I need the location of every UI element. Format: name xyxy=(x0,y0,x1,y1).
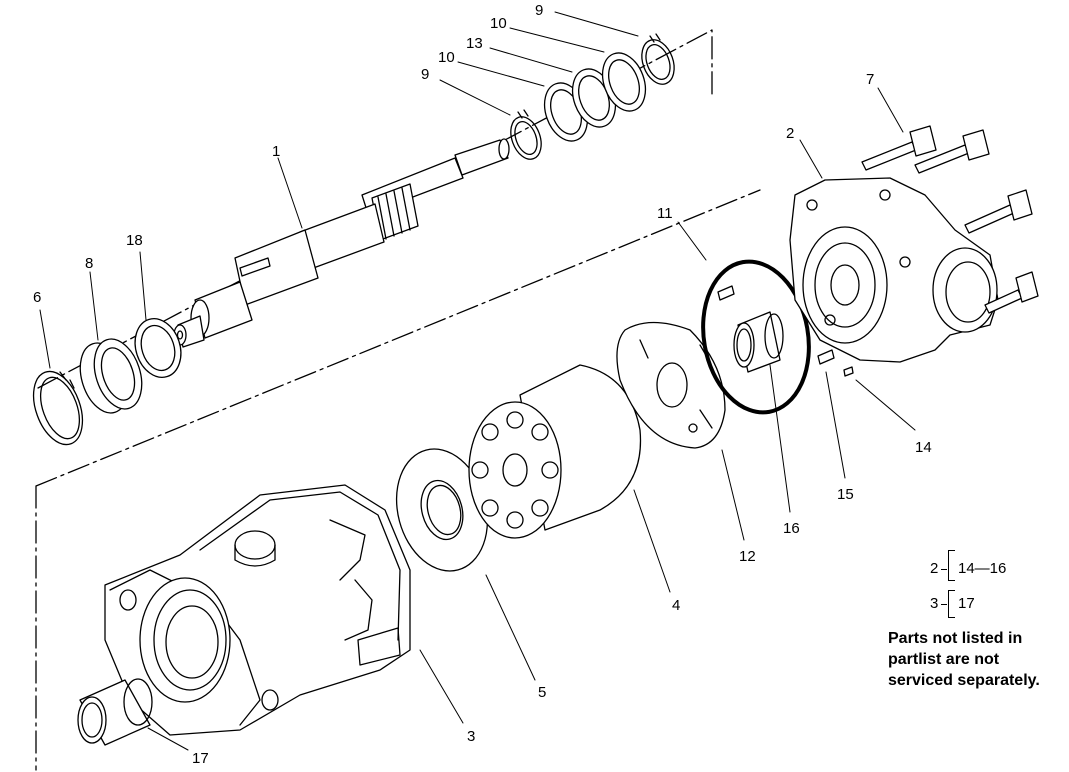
bolt-7-b xyxy=(914,129,990,174)
legend-parent-3: 3 xyxy=(930,595,939,612)
callout-9-lower: 9 xyxy=(421,66,429,83)
callout-16: 16 xyxy=(783,520,800,537)
pump-housing xyxy=(104,484,411,736)
callout-13: 13 xyxy=(466,35,483,52)
dowel-pin-upper xyxy=(717,285,735,301)
callout-6: 6 xyxy=(33,289,41,306)
legend-row-2: 3 17 xyxy=(930,590,1030,620)
legend-stub xyxy=(941,604,947,605)
legend-children-14-16: 14—16 xyxy=(958,560,1007,577)
callout-8: 8 xyxy=(85,255,93,272)
legend-row-1: 2 14—16 xyxy=(930,550,1030,582)
callout-9-upper: 9 xyxy=(535,2,543,19)
bearing-8 xyxy=(79,338,143,414)
callout-7: 7 xyxy=(866,71,874,88)
cylinder-block-4 xyxy=(468,364,642,539)
callout-2: 2 xyxy=(786,125,794,142)
o-ring-11 xyxy=(701,259,811,415)
callout-15: 15 xyxy=(837,486,854,503)
bolt-7-d xyxy=(984,271,1039,314)
retaining-ring-6 xyxy=(32,370,84,446)
callout-1: 1 xyxy=(272,143,280,160)
callout-11: 11 xyxy=(657,205,673,222)
lower-centerline-frame xyxy=(35,189,761,771)
spacer-10-upper xyxy=(601,52,647,112)
piston-bores xyxy=(471,411,559,529)
legend-stub xyxy=(941,569,947,570)
callout-14: 14 xyxy=(915,439,932,456)
legend-children-17: 17 xyxy=(958,595,975,612)
legend-parent-2: 2 xyxy=(930,560,939,577)
callout-17: 17 xyxy=(192,750,209,767)
pin-14 xyxy=(843,366,854,377)
dowel-pin-15 xyxy=(817,349,835,365)
callout-18: 18 xyxy=(126,232,143,249)
legend-bracket xyxy=(948,590,955,618)
callout-5: 5 xyxy=(538,684,546,701)
callout-10-upper: 10 xyxy=(490,15,507,32)
retaining-ring-9-lower xyxy=(510,109,542,160)
bolt-7-c xyxy=(964,189,1033,234)
legend-bracket xyxy=(948,550,955,581)
service-note-line-3: serviced separately. xyxy=(888,672,1040,689)
callout-labels: 1 2 3 4 5 6 7 8 9 9 10 10 11 12 13 14 15… xyxy=(33,2,932,767)
bolt-7-a xyxy=(861,125,937,171)
bearing-16 xyxy=(733,311,784,373)
washer-18 xyxy=(134,318,182,378)
bearing-17 xyxy=(77,678,153,746)
service-note-line-1: Parts not listed in xyxy=(888,630,1023,647)
leader-lines xyxy=(39,11,916,751)
end-cover-2 xyxy=(789,177,999,363)
drive-shaft xyxy=(173,138,510,348)
retaining-ring-9-upper xyxy=(641,33,675,85)
callout-3: 3 xyxy=(467,728,475,745)
callout-10-lower: 10 xyxy=(438,49,455,66)
callout-12: 12 xyxy=(739,548,756,565)
service-note-line-2: partlist are not xyxy=(888,651,1000,668)
callout-4: 4 xyxy=(672,597,680,614)
service-note: Parts not listed in partlist are not ser… xyxy=(888,628,1068,691)
